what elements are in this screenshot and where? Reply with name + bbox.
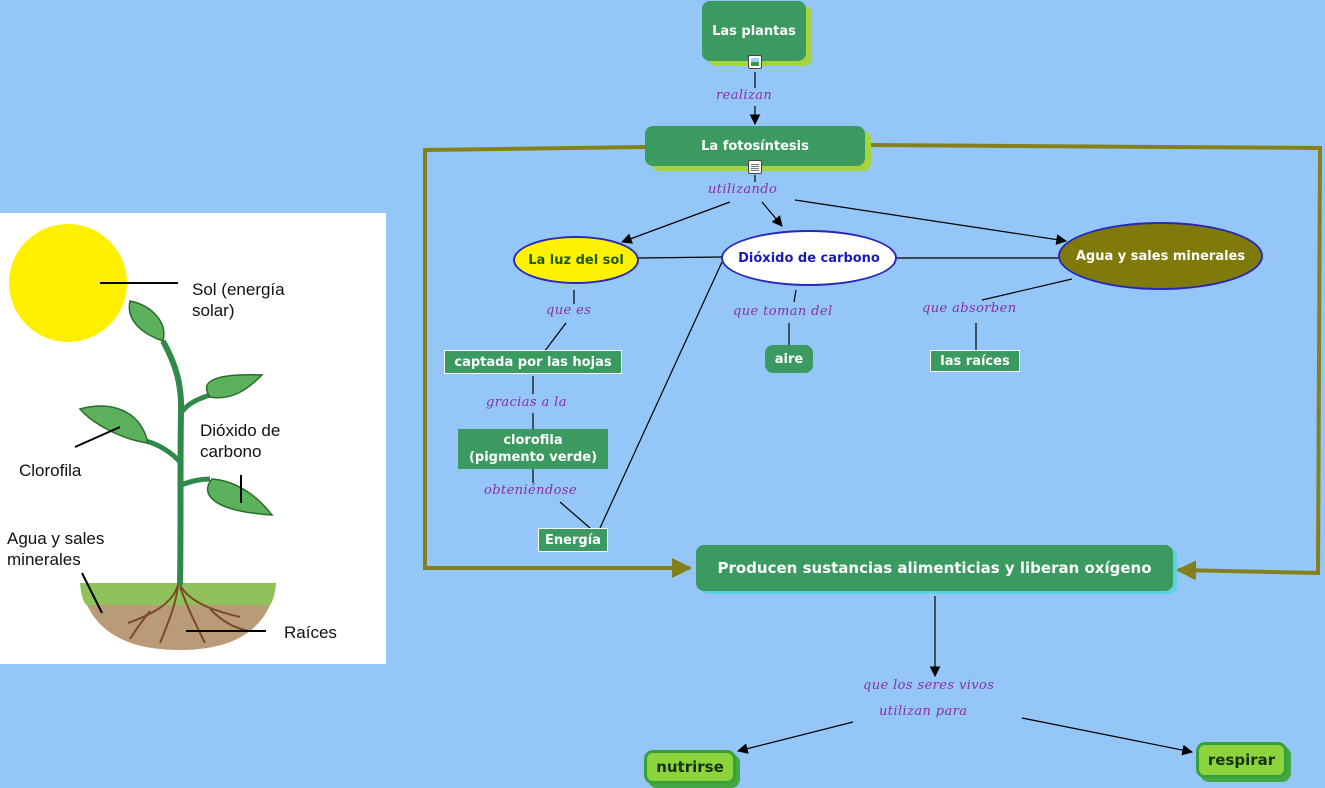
link-label-gracias-a-la: gracias a la [486,395,567,410]
link-label-obteniendose: obteniéndose [484,483,577,498]
label-sol: Sol (energía solar) [192,280,285,320]
plant-drawing [9,224,276,650]
link-label-realizan: realizan [716,88,773,103]
link-label-utilizan-para: utilizan para [879,704,968,719]
label-raices: Raíces [284,623,337,642]
sun-shape [9,224,127,342]
plant-illustration: Sol (energía solar) Dióxido de carbono C… [0,213,386,664]
label-agua: Agua y sales minerales [7,529,105,569]
node-las-raices[interactable]: las raíces [930,350,1020,372]
node-producen[interactable]: Producen sustancias alimenticias y liber… [696,545,1173,591]
clorofila-line-1: clorofila [503,433,563,448]
node-agua-sales-minerales[interactable]: Agua y sales minerales [1058,222,1263,290]
node-luz-del-sol[interactable]: La luz del sol [513,236,639,284]
node-nutrirse[interactable]: nutrirse [644,750,736,784]
frame-left-arrow [423,145,692,578]
image-icon[interactable] [748,55,762,69]
node-captada-por-las-hojas[interactable]: captada por las hojas [444,350,622,374]
node-las-plantas[interactable]: Las plantas [702,1,806,61]
document-icon[interactable] [748,160,762,174]
link-label-que-es: que es [546,303,592,318]
node-respirar[interactable]: respirar [1196,742,1287,778]
link-label-utilizando: utilizando [708,182,778,197]
node-aire[interactable]: aire [765,345,813,373]
clorofila-line-2: (pigmento verde) [468,450,598,465]
node-clorofila[interactable]: clorofila (pigmento verde) [458,429,608,469]
frame-right-arrow [867,143,1323,581]
node-energia[interactable]: Energía [538,528,608,552]
node-fotosintesis[interactable]: La fotosíntesis [645,126,865,166]
label-clorofila: Clorofila [19,461,82,480]
label-dioxido: Dióxido de carbono [200,421,281,461]
link-label-que-absorben: que absorben [922,301,1017,316]
link-label-que-los-seres-vivos: que los seres vivos [863,678,995,693]
link-label-que-toman-del: que toman del [733,304,833,319]
node-dioxido-de-carbono[interactable]: Dióxido de carbono [721,230,897,286]
